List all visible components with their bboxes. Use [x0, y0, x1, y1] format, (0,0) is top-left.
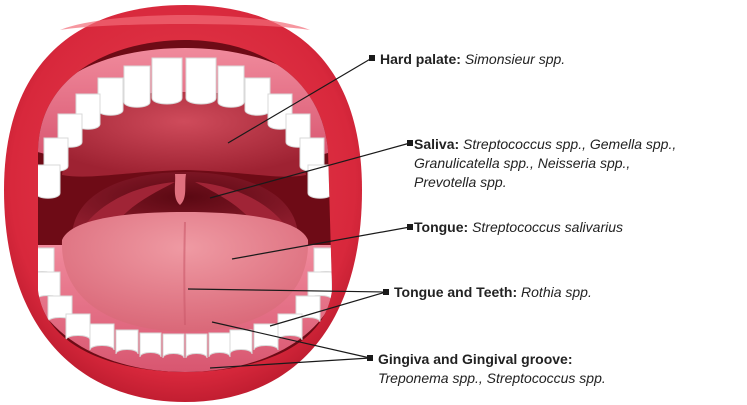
label-saliva: Saliva: Streptococcus spp., Gemella spp.… [414, 135, 676, 192]
label-gingiva: Gingiva and Gingival groove: Treponema s… [378, 350, 606, 388]
label-hard-palate-detail: Simonsieur spp. [465, 51, 565, 67]
label-saliva-term: Saliva: [414, 136, 459, 152]
label-tongue-teeth-term: Tongue and Teeth: [394, 284, 517, 300]
label-gingiva-detail: Treponema spp., Streptococcus spp. [378, 370, 606, 386]
leader-endpoints [367, 55, 413, 361]
tongue-center-groove [184, 222, 185, 325]
label-tongue-term: Tongue: [414, 219, 468, 235]
label-saliva-line2: Granulicatella spp., Neisseria spp., [414, 155, 630, 171]
label-hard-palate-term: Hard palate: [380, 51, 461, 67]
label-gingiva-row1: Gingiva and Gingival groove: [378, 350, 606, 369]
label-saliva-line1: Streptococcus spp., Gemella spp., [463, 136, 676, 152]
label-tongue: Tongue: Streptococcus salivarius [414, 218, 623, 237]
label-saliva-row2: Granulicatella spp., Neisseria spp., [414, 154, 676, 173]
label-gingiva-term: Gingiva and Gingival groove: [378, 351, 572, 367]
label-saliva-row1: Saliva: Streptococcus spp., Gemella spp.… [414, 135, 676, 154]
label-tongue-teeth-detail: Rothia spp. [521, 284, 592, 300]
label-saliva-line3: Prevotella spp. [414, 174, 507, 190]
label-saliva-row3: Prevotella spp. [414, 173, 676, 192]
label-gingiva-row2: Treponema spp., Streptococcus spp. [378, 369, 606, 388]
label-tongue-detail: Streptococcus salivarius [472, 219, 623, 235]
label-hard-palate: Hard palate: Simonsieur spp. [380, 50, 565, 69]
label-tongue-and-teeth: Tongue and Teeth: Rothia spp. [394, 283, 592, 302]
